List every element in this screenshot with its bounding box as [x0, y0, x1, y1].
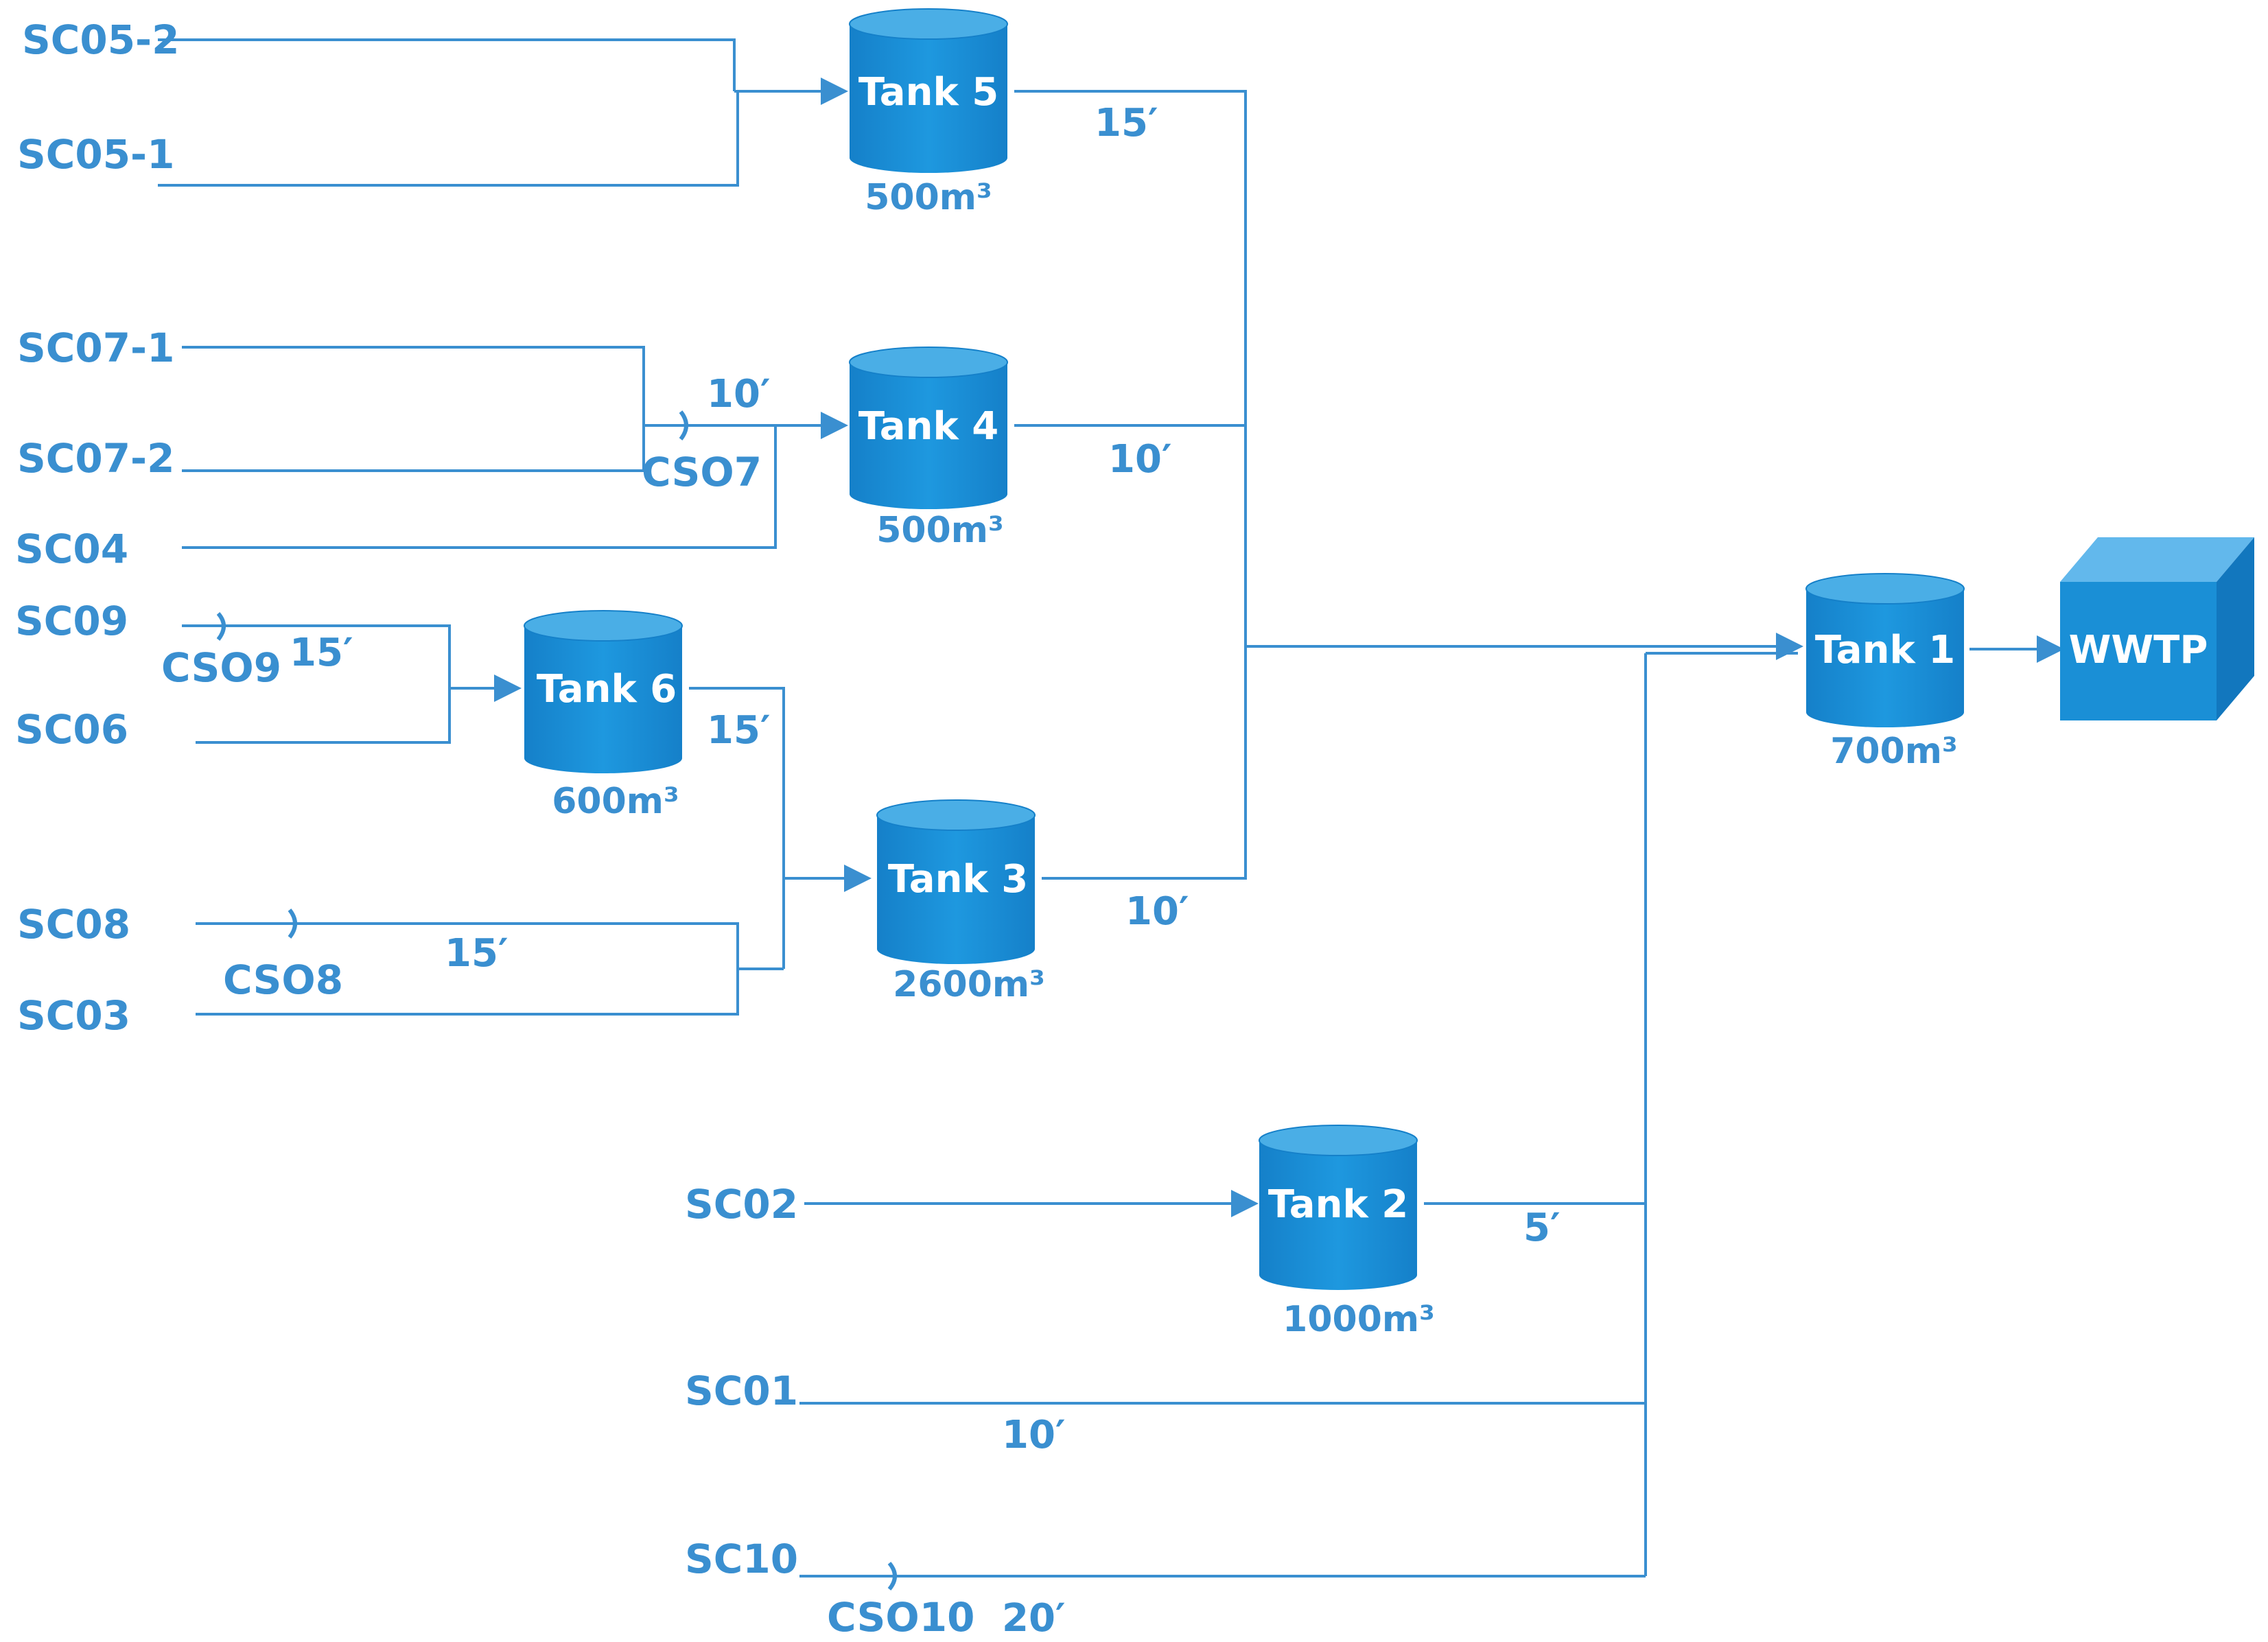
time-sc01: 10′ [1002, 1413, 1066, 1457]
cso8-weir-icon [288, 908, 297, 939]
connection-lines [158, 38, 2064, 1591]
cso10-weir-icon [887, 1562, 897, 1591]
wire-tank6-out [689, 687, 785, 969]
source-labels: SC05-2 SC05-1 SC07-1 SC07-2 SC04 SC09 SC… [15, 16, 798, 1582]
wire-sc05-1 [158, 91, 739, 187]
tank-1-label: Tank 1 [1815, 628, 1955, 672]
cso10-label: CSO10 [827, 1594, 974, 1641]
wwtp-label: WWTP [2069, 628, 2208, 672]
source-sc06: SC06 [15, 706, 128, 753]
time-tank2: 5′ [1523, 1206, 1560, 1250]
wire-sc04 [182, 425, 777, 549]
wire-sc07-1 [182, 346, 645, 425]
time-sc08: 15′ [445, 931, 508, 976]
tank-3-label: Tank 3 [888, 857, 1028, 902]
cso7-label: CSO7 [642, 449, 762, 495]
source-sc10: SC10 [685, 1536, 798, 1582]
tank-5: Tank 5 [849, 8, 1008, 173]
tank-1: Tank 1 [1805, 573, 1965, 727]
time-tank4: 10′ [1108, 437, 1172, 482]
travel-time-labels: 15′ 10′ 10′ 15′ 15′ 15′ 10′ 5′ 10′ 20′ [290, 101, 1560, 1641]
time-tank6: 15′ [707, 708, 771, 753]
wire-sc09 [182, 624, 451, 688]
tank-2-volume: 1000m³ [1283, 1299, 1435, 1340]
source-sc08: SC08 [17, 901, 130, 948]
tank-5-volume: 500m³ [865, 177, 992, 218]
tank-3-volume: 2600m³ [893, 964, 1045, 1005]
cso9-label: CSO9 [161, 644, 281, 691]
source-sc01: SC01 [685, 1368, 798, 1414]
tank-5-label: Tank 5 [858, 70, 998, 115]
source-sc05-1: SC05-1 [17, 131, 174, 178]
source-sc03: SC03 [17, 992, 130, 1039]
cso7-weir-icon [679, 410, 688, 441]
tank-4-volume: 500m³ [876, 510, 1004, 551]
source-sc07-2: SC07-2 [17, 435, 174, 482]
wwtp-block: WWTP [2060, 537, 2254, 720]
wire-sc05-2 [158, 38, 736, 91]
source-sc04: SC04 [15, 526, 128, 572]
source-sc09: SC09 [15, 598, 128, 644]
wire-tank5-out [1014, 90, 1247, 646]
cso9-weir-icon [216, 612, 226, 641]
tank-3: Tank 3 [876, 799, 1036, 964]
tank-6-volume: 600m³ [552, 781, 679, 822]
tank-1-volume: 700m³ [1830, 731, 1958, 772]
cso-labels: CSO7 CSO9 CSO8 CSO10 [161, 449, 974, 1641]
wire-sc06 [196, 688, 451, 744]
tank-4-label: Tank 4 [858, 404, 998, 449]
time-tank3: 10′ [1125, 889, 1189, 934]
tank-4: Tank 4 [849, 347, 1008, 509]
cso8-label: CSO8 [223, 957, 343, 1003]
tank-6-label: Tank 6 [537, 667, 677, 712]
time-sc09: 15′ [290, 631, 353, 675]
source-sc07-1: SC07-1 [17, 325, 174, 371]
time-sc07: 10′ [707, 372, 771, 417]
wire-sc03 [196, 967, 784, 1016]
tank-6: Tank 6 [524, 610, 683, 773]
source-sc05-2: SC05-2 [22, 16, 179, 63]
time-tank5: 15′ [1095, 101, 1158, 145]
tank-2: Tank 2 [1259, 1125, 1418, 1290]
wire-tank3-out [1042, 646, 1247, 880]
source-sc02: SC02 [685, 1181, 798, 1228]
tank-2-label: Tank 2 [1268, 1182, 1408, 1227]
time-sc10: 20′ [1002, 1596, 1066, 1641]
wire-sc07-2 [182, 425, 645, 472]
